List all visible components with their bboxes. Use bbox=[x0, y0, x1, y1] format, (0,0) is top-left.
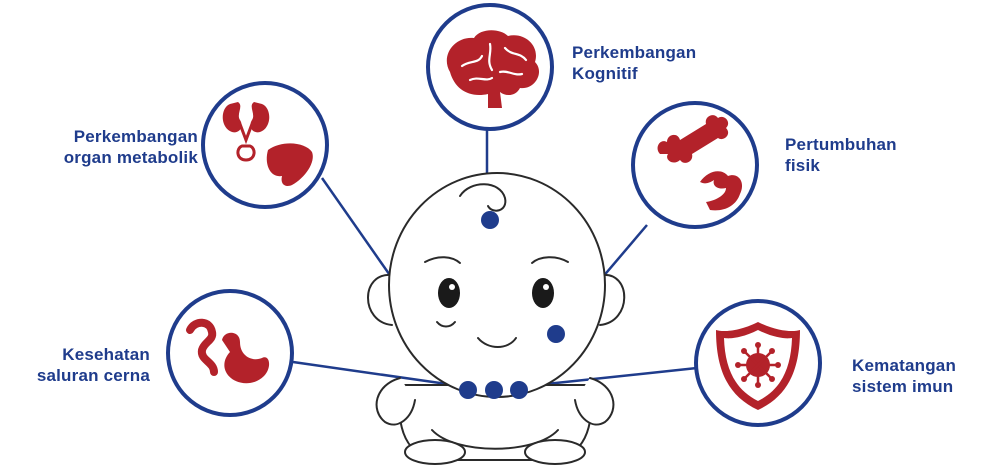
label-cognitive: Perkembangan Kognitif bbox=[572, 42, 696, 84]
circle-metabolic bbox=[203, 83, 327, 207]
label-physical: Pertumbuhan fisik bbox=[785, 134, 897, 176]
label-immune: Kematangan sistem imun bbox=[852, 355, 956, 397]
label-metabolic-line2: organ metabolik bbox=[18, 147, 198, 168]
dot-body-left bbox=[459, 381, 477, 399]
baby-left-foot bbox=[405, 440, 465, 464]
label-cognitive-line2: Kognitif bbox=[572, 63, 696, 84]
baby-right-eye-shine bbox=[543, 284, 549, 290]
label-physical-line1: Pertumbuhan bbox=[785, 134, 897, 155]
label-cognitive-line1: Perkembangan bbox=[572, 42, 696, 63]
baby-left-eye-shine bbox=[449, 284, 455, 290]
label-metabolic-line1: Perkembangan bbox=[18, 126, 198, 147]
dot-body-center bbox=[485, 381, 503, 399]
label-immune-line2: sistem imun bbox=[852, 376, 956, 397]
label-immune-line1: Kematangan bbox=[852, 355, 956, 376]
circle-physical bbox=[633, 103, 757, 227]
dot-body-right bbox=[510, 381, 528, 399]
baby-head bbox=[389, 173, 605, 397]
dot-head bbox=[481, 211, 499, 229]
label-metabolic: Perkembangan organ metabolik bbox=[18, 126, 198, 168]
baby-left-eye bbox=[438, 278, 460, 308]
label-digestive-line2: saluran cerna bbox=[0, 365, 150, 386]
dot-cheek bbox=[547, 325, 565, 343]
label-digestive-line1: Kesehatan bbox=[0, 344, 150, 365]
label-digestive: Kesehatan saluran cerna bbox=[0, 344, 150, 386]
baby-right-foot bbox=[525, 440, 585, 464]
baby-right-eye bbox=[532, 278, 554, 308]
label-physical-line2: fisik bbox=[785, 155, 897, 176]
